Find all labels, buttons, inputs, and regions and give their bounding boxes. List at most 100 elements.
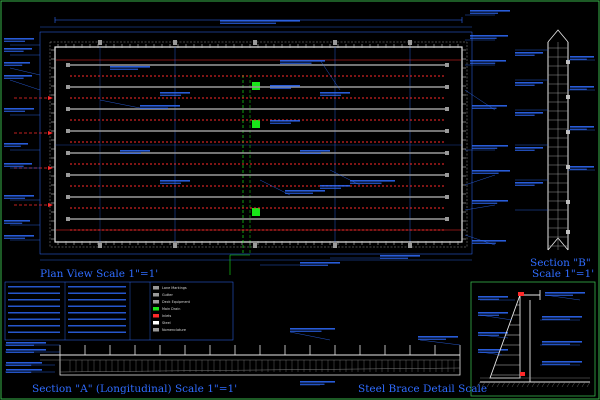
lane-anchor bbox=[445, 107, 449, 111]
ground-hatch bbox=[566, 381, 571, 388]
annotation-note bbox=[570, 86, 594, 88]
annotation-note bbox=[515, 114, 535, 116]
annotation-note bbox=[350, 182, 382, 184]
annotation-note bbox=[4, 48, 32, 50]
inlet-arrow bbox=[48, 96, 53, 100]
ground-hatch bbox=[536, 381, 541, 388]
annotation-note bbox=[140, 107, 168, 109]
annotation-note bbox=[478, 351, 499, 353]
ground-hatch bbox=[491, 381, 496, 388]
lane-anchor bbox=[445, 151, 449, 155]
annotation-note bbox=[4, 110, 25, 112]
annotation-note bbox=[290, 328, 335, 330]
annotation-note bbox=[320, 92, 350, 94]
annotation-note bbox=[290, 330, 322, 332]
legend-label: Gutter bbox=[162, 293, 174, 297]
legend-label: Nomenclature bbox=[162, 328, 186, 332]
annotation-note bbox=[6, 351, 34, 353]
brace-rungs bbox=[476, 304, 591, 388]
annotation-note bbox=[470, 10, 510, 12]
drain-box bbox=[252, 82, 260, 90]
annotation-note bbox=[270, 85, 300, 87]
section-b-title: Section "B" bbox=[530, 257, 591, 269]
annotation-note bbox=[110, 68, 138, 70]
ground-hatch bbox=[576, 381, 581, 388]
annotation-note bbox=[380, 257, 408, 259]
legend-note bbox=[68, 299, 126, 301]
inlet-arrow bbox=[48, 203, 53, 207]
legend-note bbox=[8, 305, 60, 307]
annotation-note bbox=[470, 60, 506, 62]
annotation-note bbox=[470, 62, 496, 64]
post bbox=[408, 40, 412, 45]
annotation-note bbox=[300, 383, 325, 385]
legend-note bbox=[8, 312, 60, 314]
annotation-note bbox=[4, 165, 24, 167]
section-b-bolt bbox=[566, 60, 570, 64]
legend-swatch bbox=[153, 314, 159, 318]
post bbox=[333, 243, 337, 248]
section-b-scale: Scale 1"=1' bbox=[532, 268, 594, 280]
annotation-note bbox=[472, 242, 496, 244]
annotation-note bbox=[160, 94, 181, 96]
annotation-note bbox=[515, 147, 543, 149]
section-b-bolt bbox=[566, 200, 570, 204]
legend-swatch bbox=[153, 307, 159, 311]
annotation-note bbox=[478, 298, 499, 300]
annotation-note bbox=[270, 87, 291, 89]
section-b: Section "B" Scale 1"=1' bbox=[515, 29, 595, 280]
lane-anchor bbox=[445, 129, 449, 133]
legend-swatch bbox=[153, 286, 159, 290]
annotation-note bbox=[515, 182, 543, 184]
annotation-note bbox=[472, 240, 506, 242]
annotation-leaders bbox=[9, 14, 496, 266]
annotation-note bbox=[140, 105, 180, 107]
annotation-note bbox=[542, 363, 570, 365]
lane-anchor bbox=[445, 217, 449, 221]
post bbox=[333, 40, 337, 45]
inlet-arrow bbox=[48, 166, 53, 170]
annotation-note bbox=[6, 369, 42, 371]
annotation-note bbox=[472, 202, 498, 204]
annotation-note bbox=[570, 88, 587, 90]
legend-swatch bbox=[153, 300, 159, 304]
annotation-note bbox=[515, 52, 543, 54]
legend-label: Steel bbox=[162, 321, 171, 325]
annotation-note bbox=[220, 22, 276, 24]
legend-note bbox=[8, 299, 60, 301]
lane-anchor bbox=[445, 173, 449, 177]
legend-label: Main Drain bbox=[162, 307, 180, 311]
annotation-note bbox=[4, 75, 32, 77]
legend-note bbox=[8, 331, 60, 333]
inlet-arrows bbox=[14, 96, 53, 207]
annotation-note bbox=[4, 143, 28, 145]
annotation-note bbox=[4, 145, 21, 147]
annotation-note bbox=[6, 349, 46, 351]
ground-hatch bbox=[511, 381, 516, 388]
lane-anchor bbox=[66, 173, 70, 177]
ground-hatch bbox=[531, 381, 536, 388]
annotation-text bbox=[4, 10, 594, 385]
section-b-bolt bbox=[566, 130, 570, 134]
annotation-note bbox=[110, 66, 150, 68]
annotation-note bbox=[542, 361, 582, 363]
annotation-note bbox=[4, 77, 24, 79]
legend-label: Inlets bbox=[162, 314, 172, 318]
annotation-note bbox=[472, 105, 507, 107]
annotation-note bbox=[300, 262, 340, 264]
annotation-note bbox=[515, 54, 535, 56]
ground-hatch bbox=[506, 381, 511, 388]
annotation-note bbox=[418, 336, 458, 338]
annotation-note bbox=[542, 316, 582, 318]
annotation-note bbox=[478, 314, 499, 316]
annotation-note bbox=[478, 334, 499, 336]
annotation-note bbox=[270, 122, 291, 124]
lane-anchor bbox=[445, 195, 449, 199]
post bbox=[408, 243, 412, 248]
annotation-note bbox=[160, 182, 181, 184]
annotation-note bbox=[515, 82, 543, 84]
post bbox=[173, 243, 177, 248]
annotation-note bbox=[478, 296, 508, 298]
post bbox=[173, 40, 177, 45]
